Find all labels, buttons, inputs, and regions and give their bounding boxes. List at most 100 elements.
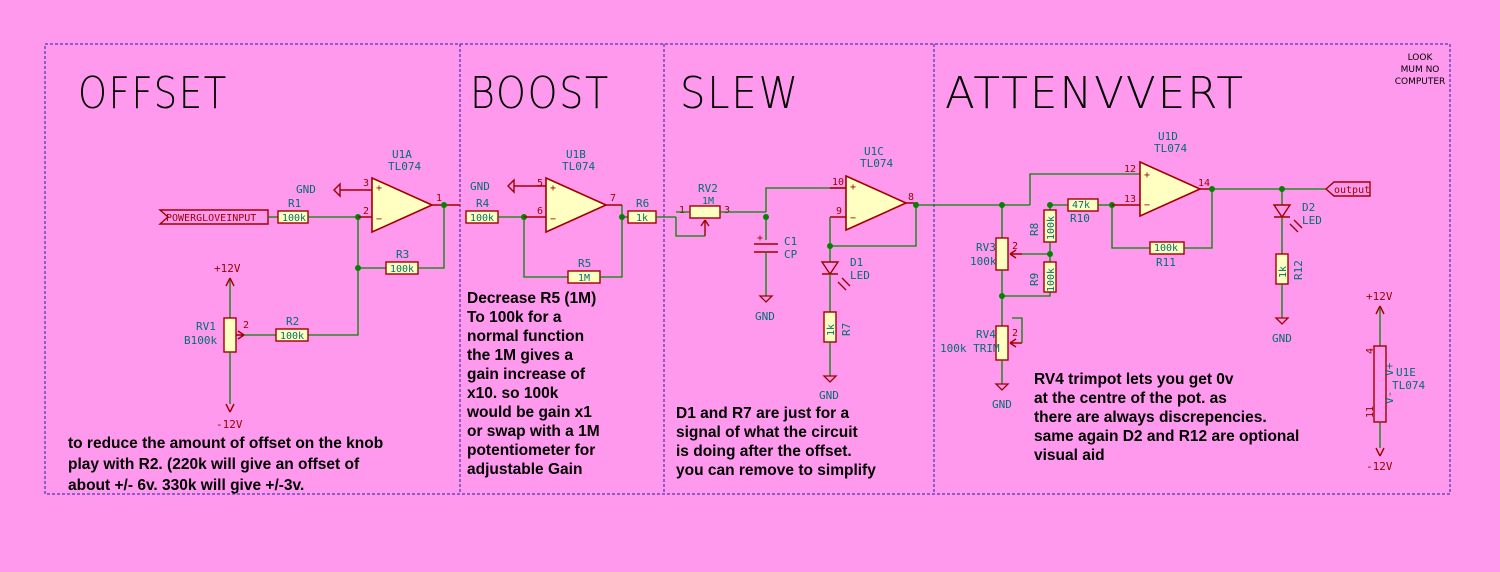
note-slew: D1 and R7 are just for a signal of what … <box>676 405 876 479</box>
label-pos12: +12V <box>214 262 241 275</box>
value-r4: 100k <box>470 213 494 224</box>
opamp-u1a <box>371 176 434 234</box>
pin-plus: + <box>1144 170 1150 181</box>
value-rv4: 100k TRIM <box>940 342 1000 355</box>
pin-8: 8 <box>908 192 914 203</box>
value-r10: 47k <box>1072 200 1090 211</box>
section-title-slew: SLEW <box>680 68 800 119</box>
potentiometer-rv3 <box>995 237 1009 271</box>
pin-12: 12 <box>1124 164 1136 175</box>
label-c1: C1 <box>784 235 797 248</box>
note-line: gain increase of <box>467 366 586 383</box>
label-gnd: GND <box>819 389 839 402</box>
note-line: about +/- 6v. 330k will give +/-3v. <box>68 477 304 494</box>
pin-2: 2 <box>1012 241 1018 252</box>
label-vplus: V+ <box>1383 362 1396 376</box>
note-line: D1 and R7 are just for a <box>676 405 850 422</box>
note-line: normal function <box>467 328 584 345</box>
pin-13: 13 <box>1124 194 1136 205</box>
note-line: or swap with a 1M <box>467 423 600 440</box>
label-d2: D2 <box>1302 201 1315 214</box>
pin-2: 2 <box>1012 328 1018 339</box>
value-r11: 100k <box>1154 243 1178 254</box>
value-u1c: TL074 <box>860 157 893 170</box>
pin-9: 9 <box>836 206 842 217</box>
note-line: To 100k for a <box>467 309 562 326</box>
section-title-boost: BOOST <box>470 68 610 119</box>
note-line: visual aid <box>1034 447 1105 464</box>
label-r7: R7 <box>840 323 853 336</box>
note-line: is doing after the offset. <box>676 443 852 460</box>
label-gnd: GND <box>296 183 316 196</box>
label-r4: R4 <box>476 197 490 210</box>
pin-3: 3 <box>724 205 730 216</box>
pin-5: 5 <box>537 178 543 189</box>
pin-1: 1 <box>436 193 442 204</box>
note-line: at the centre of the pot. as <box>1034 390 1227 407</box>
output-port: output <box>1324 181 1371 197</box>
label-u1b: U1B <box>566 148 586 161</box>
label-pos12: +12V <box>1366 290 1393 303</box>
note-line: play with R2. (220k will give an offset … <box>68 456 360 473</box>
pin-plus: + <box>850 182 856 193</box>
value-d2: LED <box>1302 214 1322 227</box>
section-title-attenuvert: ATTENVVERT <box>945 68 1245 119</box>
label-r3: R3 <box>396 248 409 261</box>
value-rv2: 1M <box>702 196 714 207</box>
pin-11: 11 <box>1365 406 1376 418</box>
pin-minus: − <box>376 214 382 225</box>
note-boost: Decrease R5 (1M) To 100k for a normal fu… <box>466 290 600 478</box>
opamp-u1b <box>545 176 608 234</box>
capacitor-c1 <box>754 243 778 253</box>
label-r8: R8 <box>1028 223 1041 236</box>
output-label: output <box>1334 185 1370 196</box>
pin-2: 2 <box>363 206 369 217</box>
pin-minus: − <box>1144 200 1150 211</box>
resistor-r2 <box>275 328 309 342</box>
pin-14: 14 <box>1198 178 1210 189</box>
section-title-offset: OFFSET <box>78 68 228 119</box>
label-r5: R5 <box>578 257 591 270</box>
note-line: the 1M gives a <box>467 347 573 364</box>
value-r3: 100k <box>390 264 414 275</box>
label-u1c: U1C <box>864 145 884 158</box>
note-line: you can remove to simplify <box>676 462 876 479</box>
label-r1: R1 <box>288 197 301 210</box>
led-d2 <box>1272 204 1292 219</box>
label-gnd: GND <box>1272 332 1292 345</box>
label-r12: R12 <box>1292 260 1305 280</box>
value-u1b: TL074 <box>562 160 595 173</box>
note-line: x10. so 100k <box>467 385 559 402</box>
note-attenuvert: RV4 trimpot lets you get 0v at the centr… <box>1034 371 1299 464</box>
label-r10: R10 <box>1070 212 1090 225</box>
opamp-u1c <box>845 174 908 232</box>
value-u1e: TL074 <box>1392 379 1425 392</box>
resistor-r9 <box>1043 261 1057 293</box>
logo-line: COMPUTER <box>1395 77 1446 87</box>
pin-plus: + <box>757 233 763 244</box>
label-rv4: RV4 <box>976 328 996 341</box>
pin-plus: + <box>376 183 382 194</box>
label-neg12: -12V <box>216 418 243 431</box>
label-gnd: GND <box>992 398 1012 411</box>
note-line: Decrease R5 (1M) <box>467 290 596 307</box>
label-gnd: GND <box>755 310 775 323</box>
label-u1d: U1D <box>1158 130 1178 143</box>
input-label: POWERGLOVEINPUT <box>166 213 256 224</box>
value-r2: 100k <box>280 331 304 342</box>
logo-line: MUM NO <box>1401 65 1440 75</box>
value-r12: 1k <box>1278 266 1289 278</box>
value-rv3: 100k <box>970 255 997 268</box>
label-r11: R11 <box>1156 256 1176 269</box>
label-r2: R2 <box>286 315 299 328</box>
label-r9: R9 <box>1028 273 1041 286</box>
label-vminus: V- <box>1383 391 1396 404</box>
value-u1a: TL074 <box>388 160 421 173</box>
note-line: would be gain x1 <box>466 404 592 421</box>
potentiometer-rv1 <box>223 317 237 353</box>
note-line: to reduce the amount of offset on the kn… <box>68 435 383 452</box>
input-port: POWERGLOVEINPUT <box>158 209 269 225</box>
pin-7: 7 <box>610 193 616 204</box>
value-rv1: B100k <box>184 334 217 347</box>
value-r1: 100k <box>282 213 306 224</box>
